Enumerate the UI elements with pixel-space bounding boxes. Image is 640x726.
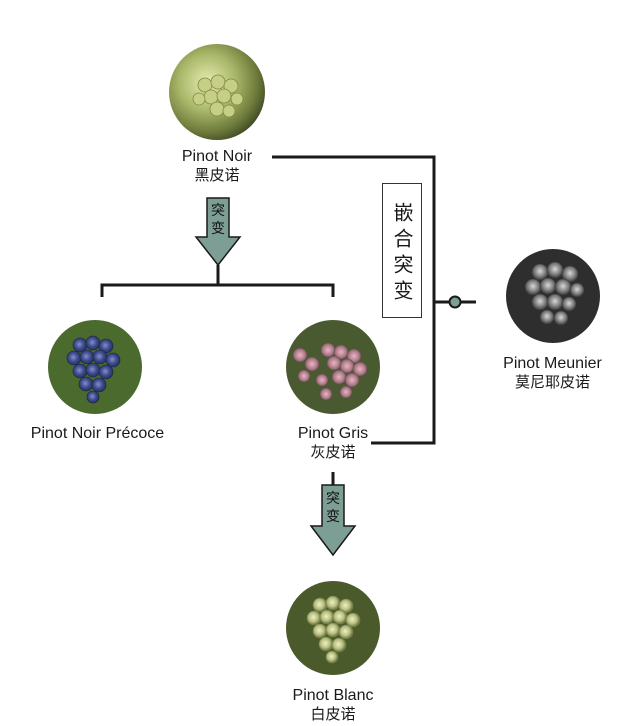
grape-photo-pinot-meunier (506, 249, 600, 343)
label-pinot-noir: Pinot Noir 黑皮诺 (167, 147, 267, 185)
mutation-arrow-2-label-2: 变 (326, 509, 340, 525)
pinot-noir-name-zh: 黑皮诺 (194, 166, 240, 184)
mutation-arrow-1-label-1: 突 (211, 203, 225, 219)
mutation-arrow-2-label-1: 突 (326, 491, 340, 507)
label-pinot-gris: Pinot Gris 灰皮诺 (283, 424, 383, 462)
grape-photo-pinot-noir-precoce (48, 320, 142, 414)
label-pinot-noir-precoce: Pinot Noir Précoce (15, 424, 180, 443)
grape-photo-pinot-gris (286, 320, 380, 414)
chimera-junction-node (448, 295, 462, 309)
pinot-blanc-name-zh: 白皮诺 (310, 705, 356, 723)
mutation-arrow-1 (194, 197, 242, 285)
label-pinot-meunier: Pinot Meunier 莫尼耶皮诺 (490, 354, 615, 392)
grape-photo-pinot-noir (169, 44, 265, 140)
pinot-gris-name: Pinot Gris (297, 425, 369, 442)
pinot-blanc-name: Pinot Blanc (292, 687, 374, 704)
pinot-meunier-name: Pinot Meunier (503, 355, 602, 372)
grape-photo-pinot-blanc (286, 581, 380, 675)
pinot-noir-precoce-name: Pinot Noir Précoce (30, 425, 165, 442)
chimera-mutation-label: 嵌合突变 (382, 183, 422, 318)
chimera-bracket-line (272, 155, 436, 445)
pinot-gris-name-zh: 灰皮诺 (310, 443, 356, 461)
mutation-arrow-2 (309, 472, 357, 557)
pinot-noir-name: Pinot Noir (181, 148, 253, 165)
label-pinot-blanc: Pinot Blanc 白皮诺 (278, 686, 388, 724)
pinot-meunier-name-zh: 莫尼耶皮诺 (514, 373, 590, 391)
mutation-split-bar (100, 283, 335, 297)
mutation-arrow-1-label-2: 变 (211, 221, 225, 237)
